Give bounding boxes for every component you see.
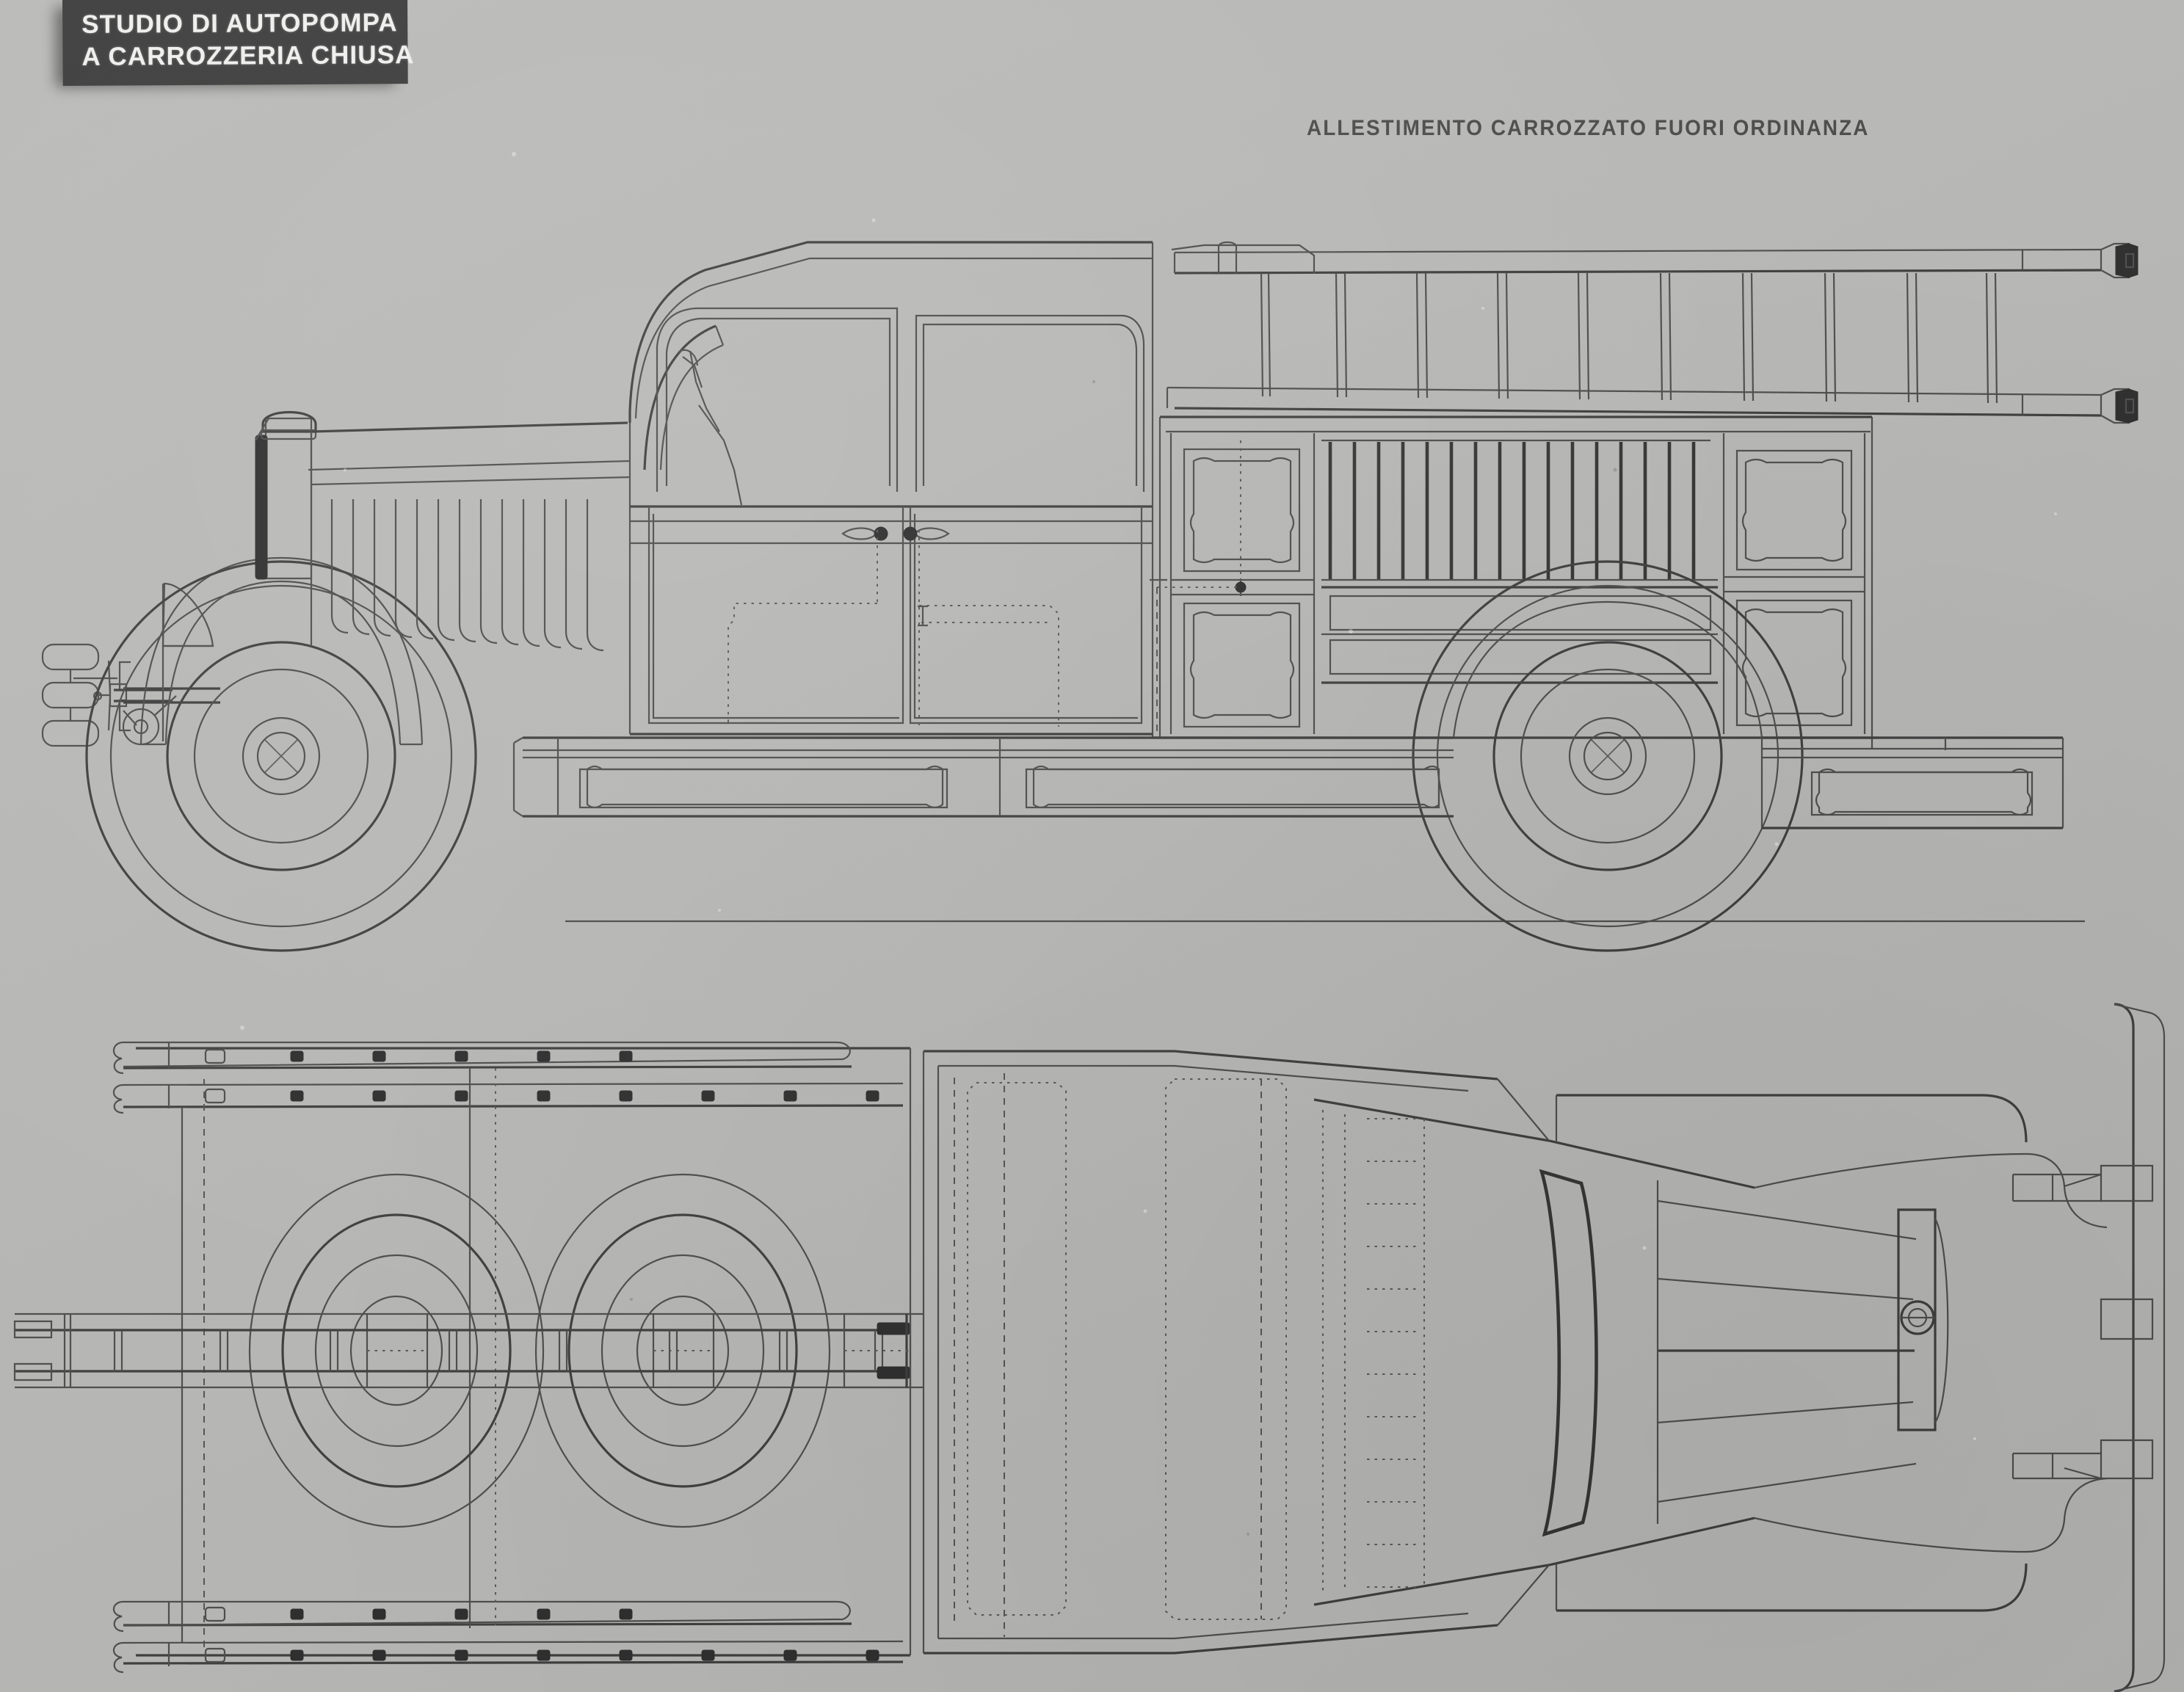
plan-ladder-top [114,1042,903,1113]
ladder-upper [1175,244,2138,277]
plan-radiator [1898,1210,1948,1430]
body-side-panels [1321,587,1718,683]
cab-door-rear [904,316,1144,727]
equipment-compartment-rear [1724,433,1865,734]
hose-reel-front [534,1173,831,1528]
plan-front-fenders [1556,1095,2107,1611]
ladder-rungs [1261,273,1997,403]
hose-reel-rear [248,1173,545,1528]
body [1150,417,1879,749]
plan-deck [182,1048,910,1655]
title-label: STUDIO DI AUTOPOMPA A CARROZZERIA CHIUSA [62,0,415,86]
side-elevation-view [43,242,2138,951]
front-tow-hook [43,645,173,746]
plan-cab [844,1051,1498,1653]
title-line-1: STUDIO DI AUTOPOMPA [81,8,398,39]
plan-center-ladder [15,1314,910,1387]
exhaust-stack [255,413,316,580]
hood-louvers [332,499,603,650]
running-board [514,738,1454,816]
rear-wheel [1413,562,1802,951]
front-draw-bar [73,678,220,744]
front-wheel [87,562,476,951]
hood [308,423,630,650]
plan-front-bumper [2013,1004,2164,1691]
plan-hood [1314,1079,1916,1625]
title-line-2: A CARROZZERIA CHIUSA [81,40,415,71]
equipment-compartment-front [1150,433,1314,734]
plan-ladder-bottom [114,1602,903,1672]
caption-text: ALLESTIMENTO CARROZZATO FUORI ORDINANZA [1307,116,1870,140]
ladder-mount-bracket [1172,242,1314,273]
plan-windshield-visor [1542,1172,1597,1534]
plan-view [15,1004,2164,1691]
front-fender [141,558,422,744]
rear-step-bumper [1762,738,2063,828]
ladder-lower [1167,388,2138,423]
cab-door-front [649,308,903,727]
hose-bed-slats [1321,440,1718,580]
cab [630,242,1153,738]
front-fender-brace [163,584,213,741]
windshield-wiper [678,350,741,505]
plan-hood-louvers [1323,1110,1424,1594]
